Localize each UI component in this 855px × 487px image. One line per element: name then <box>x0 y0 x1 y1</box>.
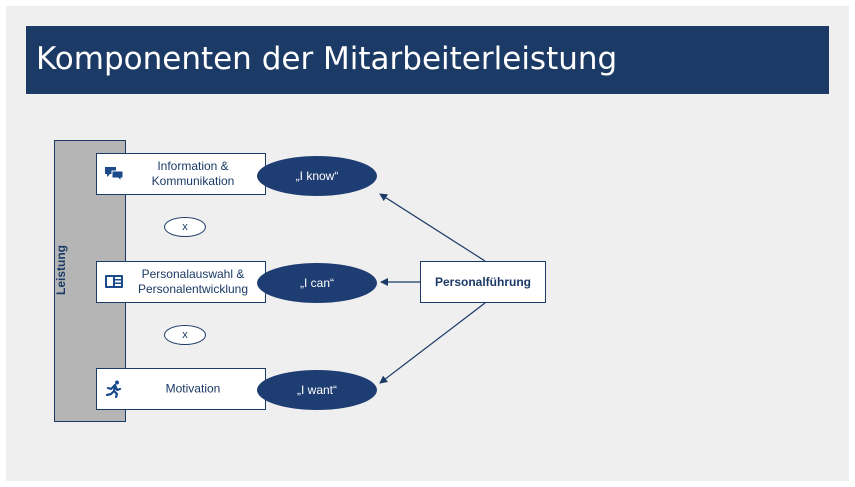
component-label: Personalauswahl & Personalentwicklung <box>137 267 249 296</box>
ellipse-i-can: „I can“ <box>257 263 377 303</box>
component-label: Information & Kommunikation <box>151 159 235 188</box>
page-title: Komponenten der Mitarbeiterleistung <box>36 41 618 77</box>
monitor-icon <box>104 273 124 291</box>
arrow-to-i-want <box>379 302 486 384</box>
ellipse-i-know: „I know“ <box>257 156 377 196</box>
ellipse-i-want: „I want“ <box>257 370 377 410</box>
chat-icon <box>104 165 124 183</box>
component-label: Motivation <box>165 381 221 396</box>
multiply-oval-2: x <box>164 325 206 345</box>
component-box-personal: Personalauswahl & Personalentwicklung <box>96 261 266 303</box>
multiply-oval-1: x <box>164 217 206 237</box>
arrow-to-i-know <box>379 193 486 262</box>
personalfuehrung-box: Personalführung <box>420 261 546 303</box>
running-person-icon <box>104 380 124 399</box>
component-box-information: Information & Kommunikation <box>96 153 266 195</box>
title-bar: Komponenten der Mitarbeiterleistung <box>26 26 829 94</box>
